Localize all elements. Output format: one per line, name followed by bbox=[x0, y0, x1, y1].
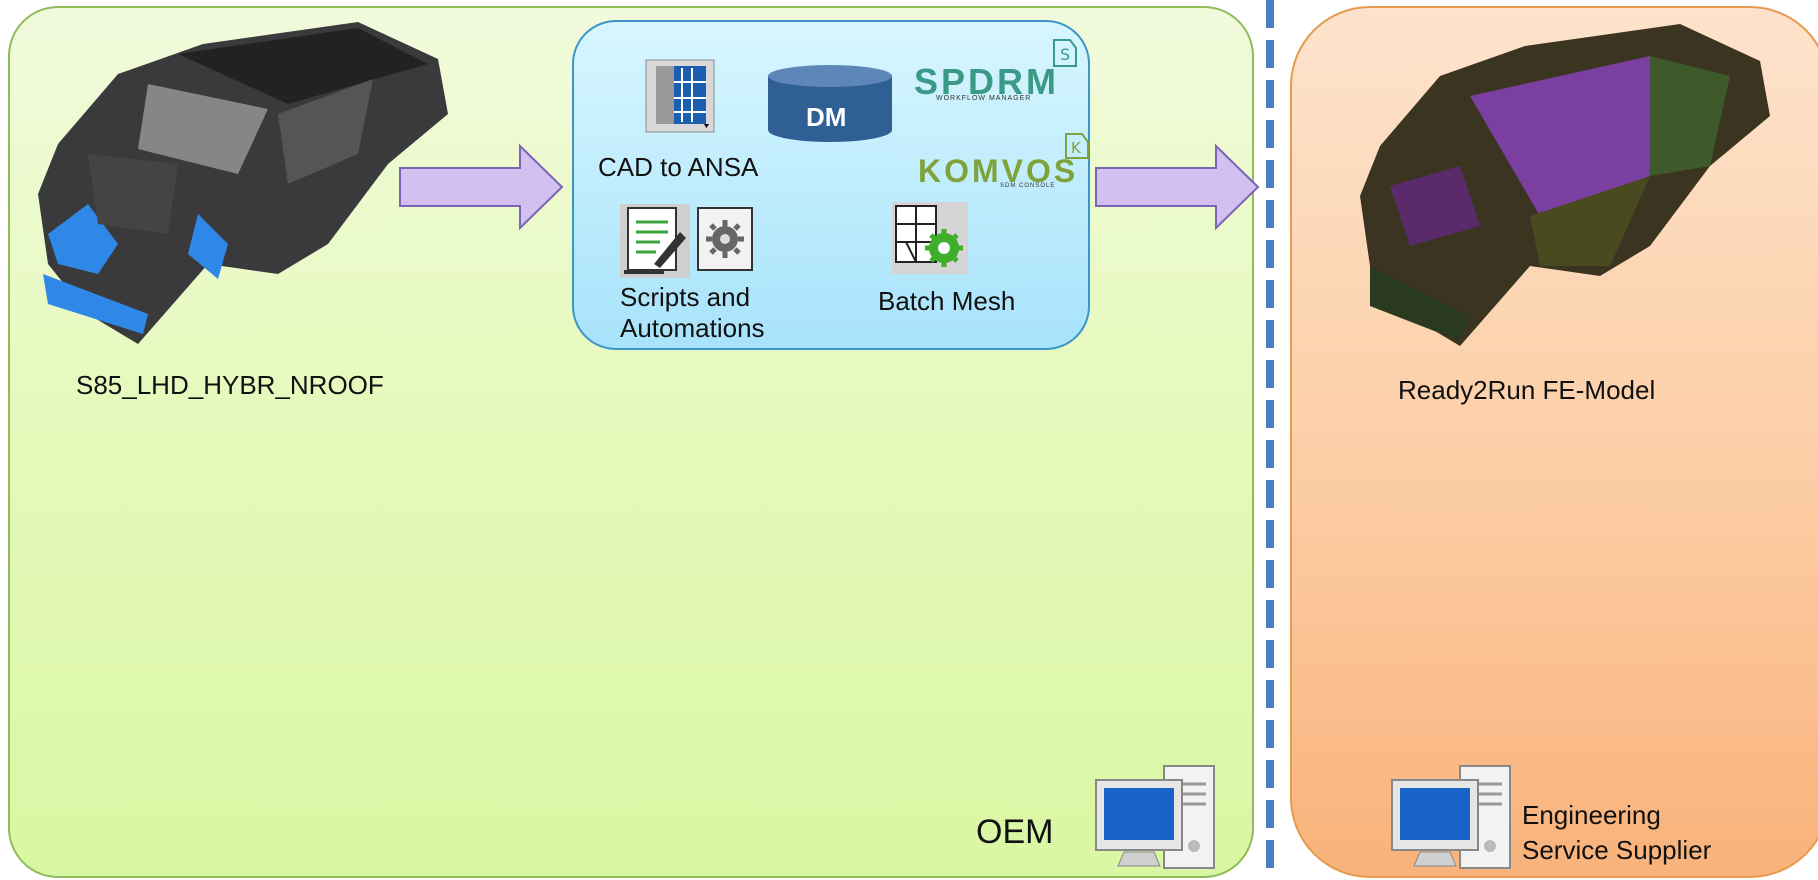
oem-computer-icon bbox=[1095, 765, 1215, 869]
supplier-role-line1: Engineering bbox=[1522, 800, 1661, 830]
supplier-role-line2: Service Supplier bbox=[1522, 835, 1712, 865]
batch-mesh-icon[interactable] bbox=[892, 202, 968, 274]
spdrm-logo-subtitle: WORKFLOW MANAGER bbox=[936, 95, 1032, 102]
flow-arrow-to-supplier bbox=[1095, 143, 1260, 231]
divider-line bbox=[1266, 0, 1274, 880]
komvos-badge-icon: K bbox=[1065, 133, 1089, 159]
batch-mesh-label: Batch Mesh bbox=[878, 286, 1016, 316]
cad-to-ansa-icon[interactable] bbox=[645, 59, 715, 133]
komvos-logo-subtitle: SDM CONSOLE bbox=[1000, 183, 1056, 189]
cad-to-ansa-label: CAD to ANSA bbox=[598, 152, 759, 182]
oem-model-name: S85_LHD_HYBR_NROOF bbox=[76, 370, 384, 400]
dm-database-icon[interactable] bbox=[766, 64, 894, 144]
flow-arrow-to-process bbox=[399, 143, 564, 231]
supplier-model-name: Ready2Run FE-Model bbox=[1398, 375, 1656, 405]
fe-car-model-image bbox=[1360, 24, 1770, 346]
oem-role-label: OEM bbox=[976, 813, 1054, 851]
svg-text:K: K bbox=[1071, 139, 1082, 157]
spdrm-badge-icon: S bbox=[1053, 39, 1077, 67]
script-editor-icon[interactable] bbox=[620, 204, 690, 278]
supplier-computer-icon bbox=[1391, 765, 1511, 869]
cad-car-model-image bbox=[38, 22, 448, 344]
script-gear-icon[interactable] bbox=[697, 207, 753, 271]
dm-label: DM bbox=[806, 102, 847, 132]
spdrm-logo-text: SPDRM bbox=[914, 61, 1060, 102]
svg-text:S: S bbox=[1060, 45, 1070, 64]
scripts-label-line1: Scripts and bbox=[620, 282, 751, 312]
scripts-label-line2: Automations bbox=[620, 313, 765, 343]
komvos-logo-text: KOMVOS bbox=[918, 153, 1079, 189]
